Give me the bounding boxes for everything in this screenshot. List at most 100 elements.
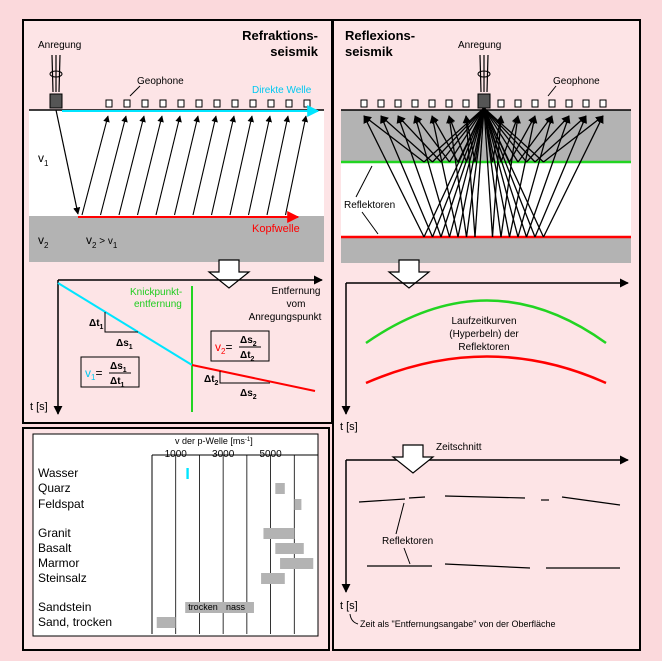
slope-triangle-2: [219, 371, 270, 384]
svg-text:Δs2: Δs2: [240, 335, 257, 348]
downgoing-ray: [457, 107, 485, 163]
downgoing-ray: [483, 107, 502, 238]
velocity-row-label: Sandstein: [38, 600, 91, 614]
geophone-icon: [123, 99, 131, 108]
dt2-label: Δt2: [204, 374, 219, 387]
ds2-label: Δs2: [240, 388, 257, 401]
reflected-ray: [380, 115, 434, 238]
reflected-ray: [446, 115, 468, 238]
velocity-range-bar: [156, 617, 176, 628]
geophone-pointer: [129, 85, 141, 97]
downgoing-ray: [483, 107, 519, 163]
refracted-ray: [284, 115, 309, 216]
reflection-title-1: Reflexions-: [345, 28, 415, 43]
distance-label-3: Anregungspunkt: [249, 312, 322, 323]
geophone-icon: [497, 99, 505, 108]
reflection-source-label: Anregung: [458, 40, 501, 51]
geophone-icon: [267, 99, 275, 108]
hyperbola-red: [365, 355, 607, 385]
reflected-ray: [534, 115, 587, 163]
downgoing-ray: [440, 107, 485, 163]
velocity-range-bar: [186, 468, 189, 479]
lower-layer: [29, 216, 324, 262]
dt1-label: Δt1: [89, 318, 104, 331]
svg-text:Δt1: Δt1: [110, 376, 125, 389]
reflected-ray: [508, 115, 538, 238]
reflection-geophone-pointer: [547, 85, 557, 97]
velocity-row-label: Granit: [38, 526, 71, 540]
caption-pointer: [349, 613, 359, 625]
refracted-ray: [136, 115, 164, 216]
velocity-range-bar: [275, 483, 285, 494]
reflected-ray: [463, 115, 476, 163]
refraction-geophones: [105, 99, 311, 108]
refraction-rays: [81, 115, 309, 216]
reflected-ray: [543, 115, 604, 163]
downgoing-ray: [431, 107, 485, 238]
velocity-row-label: Basalt: [38, 541, 72, 555]
geophone-icon: [105, 99, 113, 108]
refracted-ray: [99, 115, 128, 216]
reflected-ray: [413, 115, 451, 238]
svg-text:v1=: v1=: [85, 366, 102, 382]
geophone-icon: [514, 99, 522, 108]
geophone-icon: [394, 99, 402, 108]
downgoing-ray: [483, 107, 536, 163]
velocity-range-bar: [280, 558, 314, 569]
direct-wave-curve: [57, 282, 193, 366]
geophone-icon: [213, 99, 221, 108]
reflected-ray: [396, 115, 442, 238]
v2-label: v2: [38, 233, 49, 250]
velocity-note-dry: trocken: [188, 602, 218, 612]
refracted-ray: [210, 115, 236, 216]
geophone-icon: [159, 99, 167, 108]
reflected-ray: [447, 115, 468, 163]
head-wave-label: Kopfwelle: [252, 223, 300, 235]
refraction-t-axis-label: t [s]: [30, 401, 48, 413]
reflection-flow-arrow-2: [391, 444, 435, 474]
reflection-rays: [363, 107, 604, 238]
geophone-icon: [565, 99, 573, 108]
downgoing-ray: [483, 107, 528, 238]
velocity-row-label: Sand, trocken: [38, 615, 112, 629]
reflection-t-label-2: t [s]: [340, 600, 358, 612]
reflection-t-label-1: t [s]: [340, 421, 358, 433]
velocity-tick-label: 3000: [212, 449, 235, 460]
downgoing-ray: [483, 107, 519, 238]
geophone-icon: [428, 99, 436, 108]
refracted-ray: [118, 115, 146, 216]
reflected-ray: [500, 115, 520, 163]
downgoing-ray: [483, 107, 544, 163]
downgoing-ray: [423, 107, 485, 163]
velocity-row-label: Wasser: [38, 466, 78, 480]
geophone-icon: [231, 99, 239, 108]
reflection-geophone-label: Geophone: [553, 76, 600, 87]
geophone-icon: [411, 99, 419, 108]
reflected-ray: [517, 115, 553, 163]
svg-text:Δt2: Δt2: [240, 350, 255, 363]
reflector-2-pointer-2: [403, 547, 411, 565]
refraction-source-label: Anregung: [38, 40, 81, 51]
downgoing-ray: [448, 107, 485, 163]
geophone-icon: [177, 99, 185, 108]
velocity-rows: WasserQuarzFeldspatGranitBasaltMarmorSte…: [38, 466, 314, 629]
slope-triangle-1: [104, 312, 138, 333]
downgoing-ray: [483, 107, 536, 238]
velocity-tick-label: 1000: [165, 449, 188, 460]
downgoing-ray: [457, 107, 485, 238]
refraction-source-icon: [49, 54, 63, 109]
reflector-pointer-1: [355, 165, 373, 198]
reflected-ray: [414, 115, 451, 163]
reflected-ray: [363, 115, 425, 163]
velocity-tick-label: 5000: [259, 449, 282, 460]
knick-label-1: Knickpunkt-: [130, 287, 182, 298]
geophone-icon: [599, 99, 607, 108]
traveltime-label-2: (Hyperbeln) der: [449, 329, 519, 340]
downgoing-ray: [448, 107, 485, 238]
geophone-icon: [249, 99, 257, 108]
refracted-ray: [173, 115, 200, 216]
geophone-icon: [141, 99, 149, 108]
geophone-icon: [285, 99, 293, 108]
